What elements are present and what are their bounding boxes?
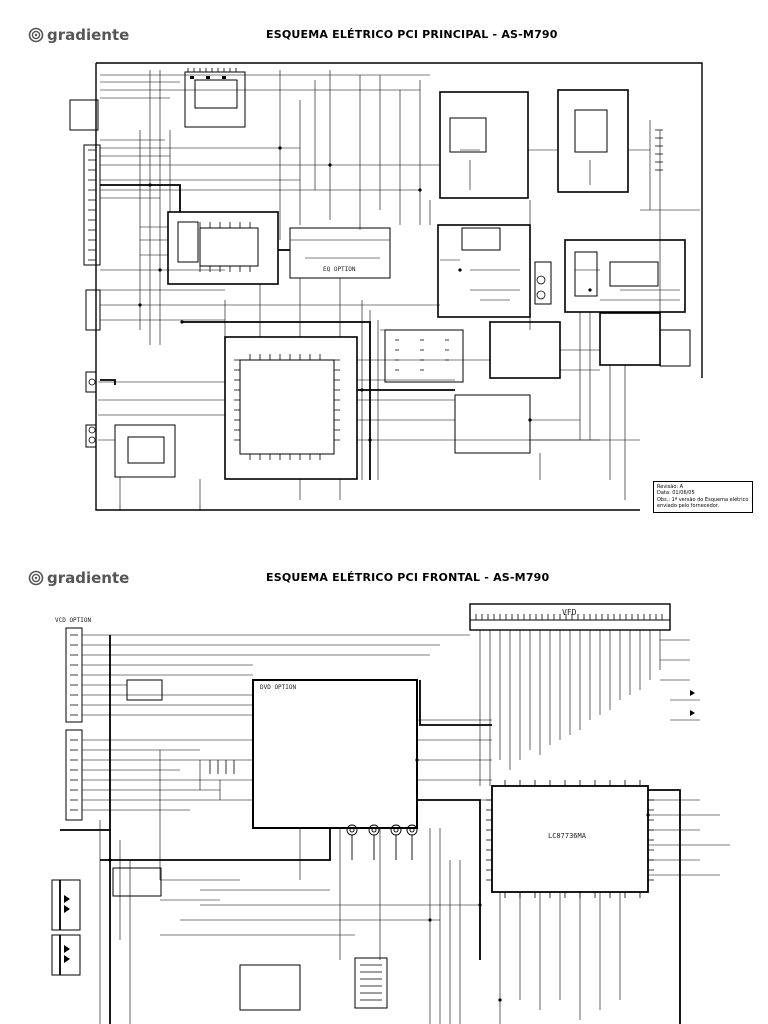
mcu-label: LC87736MA bbox=[548, 832, 586, 840]
main-pcb-schematic bbox=[69, 62, 703, 511]
revision-box: Revisão: A Data: 01/06/05 Obs.: 1ª versã… bbox=[653, 481, 753, 513]
revision-line: Revisão: A bbox=[657, 484, 684, 490]
vcd-option-label: VCD OPTION bbox=[55, 617, 92, 624]
eq-option-label: EQ OPTION bbox=[323, 266, 356, 273]
brand-logo: gradiente bbox=[28, 569, 129, 587]
brand-name: gradiente bbox=[47, 569, 130, 587]
brand-logo: gradiente bbox=[28, 26, 129, 44]
sheet-title: ESQUEMA ELÉTRICO PCI FRONTAL - AS-M790 bbox=[266, 571, 550, 584]
vfd-label: VFD bbox=[562, 608, 577, 617]
revision-notes-cont: enviado pelo fornecedor. bbox=[657, 503, 720, 510]
schematic-sheet-main: gradiente ESQUEMA ELÉTRICO PCI PRINCIPAL… bbox=[28, 26, 753, 513]
gradiente-logo-icon bbox=[28, 27, 44, 43]
brand-name: gradiente bbox=[47, 26, 130, 44]
dvd-option-label: DVD OPTION bbox=[260, 684, 297, 691]
front-pcb-schematic bbox=[51, 603, 730, 1024]
revision-date: Data: 01/06/05 bbox=[657, 490, 695, 497]
gradiente-logo-icon bbox=[28, 570, 44, 586]
revision-notes: Obs.: 1ª versão do Esquema elétrico bbox=[657, 496, 749, 503]
sheet-title: ESQUEMA ELÉTRICO PCI PRINCIPAL - AS-M790 bbox=[266, 28, 558, 41]
schematic-sheet-front: gradiente ESQUEMA ELÉTRICO PCI FRONTAL -… bbox=[0, 560, 768, 1024]
